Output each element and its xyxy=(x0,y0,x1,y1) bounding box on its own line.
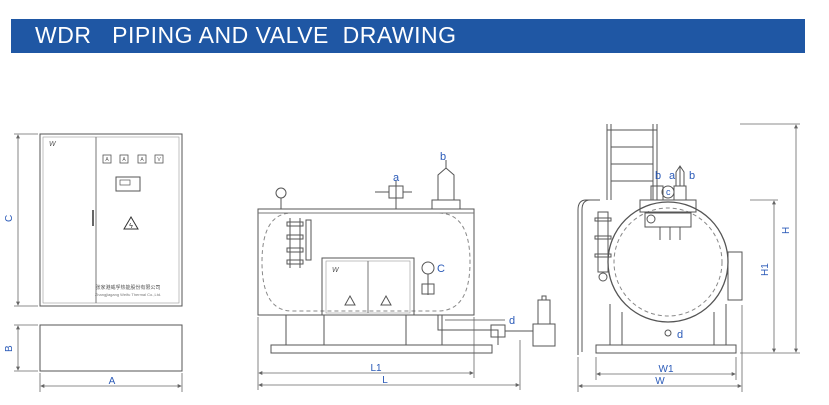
side-dimension-lines xyxy=(257,317,521,390)
dimension-a-label: A xyxy=(109,376,116,387)
dimension-b-label: B xyxy=(4,345,15,352)
high-voltage-warning-icon: ϟ xyxy=(129,223,133,230)
front-valve-b-left-label: b xyxy=(655,170,661,182)
side-brand-mark: W xyxy=(332,267,340,274)
side-valve-d-label: d xyxy=(509,315,515,327)
side-valve-b-label: b xyxy=(440,151,446,163)
front-valve-c-label: c xyxy=(666,187,671,197)
dimension-l1-label: L1 xyxy=(370,363,382,374)
side-valve-c-label: C xyxy=(437,263,445,275)
control-cabinet-front xyxy=(39,133,183,307)
dimension-l-label: L xyxy=(382,375,388,386)
meter-label-2: A xyxy=(122,157,126,163)
header-bar: WDR PIPING AND VALVE DRAWING xyxy=(11,19,805,53)
front-valve-d-label: d xyxy=(677,329,683,341)
cabinet-dimension-lines xyxy=(14,133,183,392)
control-cabinet-top xyxy=(39,324,183,372)
cabinet-brand-mark: W xyxy=(49,141,57,148)
front-valve-a-label: a xyxy=(669,170,676,182)
front-valve-b-right-label: b xyxy=(689,170,695,182)
cabinet-company-cn: 张家港威孚热能股份有限公司 xyxy=(95,284,160,291)
page-title: WDR PIPING AND VALVE DRAWING xyxy=(35,22,457,48)
boiler-front-view xyxy=(577,124,743,355)
boiler-side-view xyxy=(257,160,556,354)
dimension-h1-label: H1 xyxy=(760,263,771,276)
dimension-h-label: H xyxy=(781,227,792,234)
meter-label-3: A xyxy=(140,157,144,163)
dimension-c-label: C xyxy=(4,215,15,222)
dimension-w-label: W xyxy=(655,376,665,387)
dimension-w1-label: W1 xyxy=(659,364,674,375)
cabinet-meter-row: A A A V xyxy=(102,154,164,164)
front-dimension-lines xyxy=(577,123,800,392)
meter-label-1: A xyxy=(105,157,109,163)
side-valve-a-label: a xyxy=(393,172,400,184)
meter-label-4: V xyxy=(157,157,161,163)
cabinet-company-en: Zhangjiagang Weifu Thermal Co.,Ltd. xyxy=(95,292,161,297)
